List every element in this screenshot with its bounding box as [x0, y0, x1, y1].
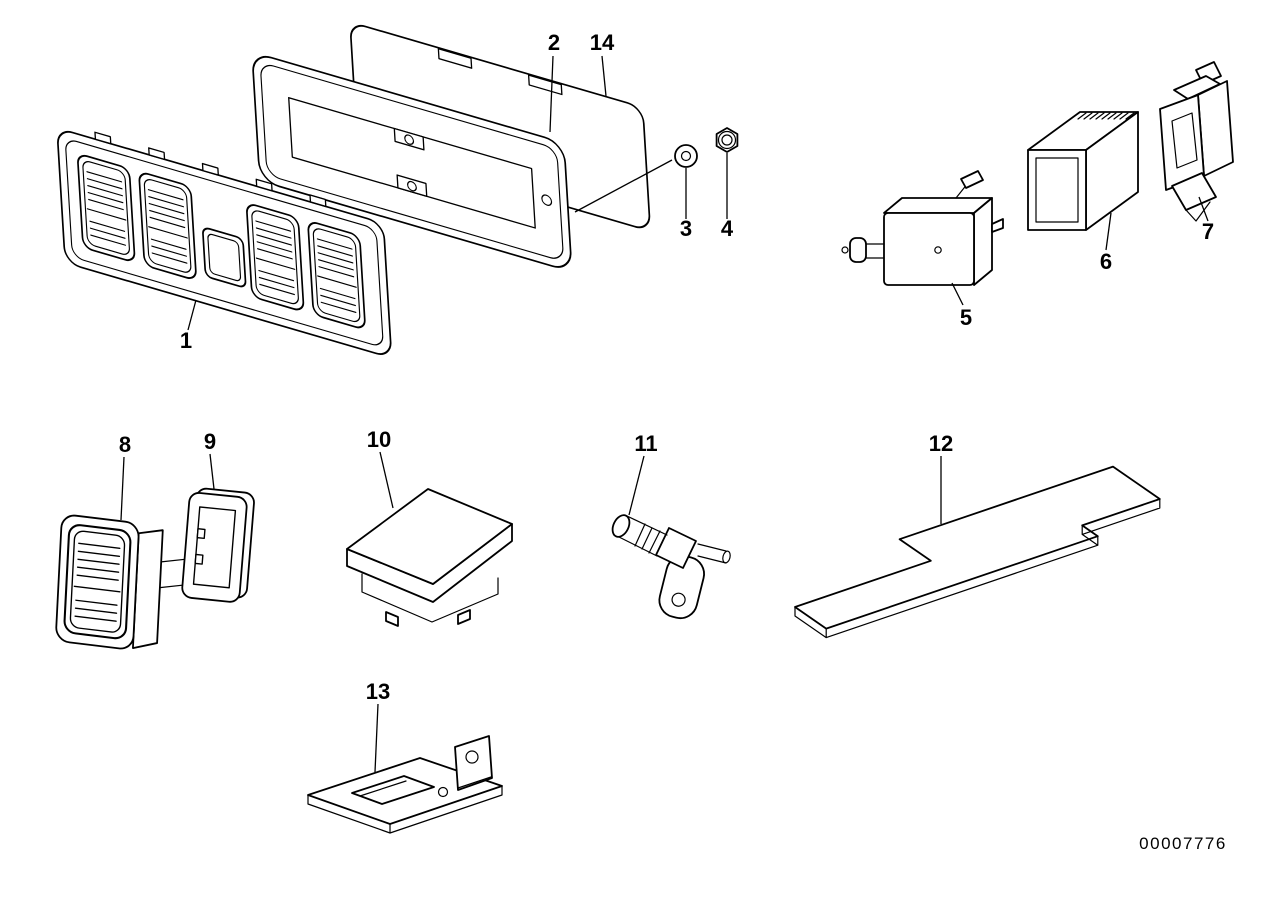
part-5-switch-drawing	[841, 170, 1004, 286]
assembly-line-3-4	[574, 159, 673, 213]
leader-line-9	[209, 453, 215, 490]
leader-line-2	[549, 55, 554, 133]
part-label-1: 1	[180, 328, 192, 353]
part-label-5: 5	[960, 305, 972, 330]
part-13-mounting-bracket-drawing	[307, 735, 503, 834]
part-4-hex-nut-drawing	[715, 127, 739, 153]
part-1-switch-panel-drawing	[57, 130, 392, 355]
leader-line-5	[951, 282, 964, 306]
document-number: 00007776	[1139, 834, 1227, 853]
part-label-7: 7	[1202, 219, 1214, 244]
part-label-3: 3	[680, 216, 692, 241]
part-label-2: 2	[548, 30, 560, 55]
leader-line-14	[601, 55, 607, 97]
part-label-12: 12	[929, 431, 953, 456]
part-label-13: 13	[366, 679, 390, 704]
part-label-9: 9	[204, 429, 216, 454]
part-8-rocker-switch-drawing	[55, 514, 188, 650]
part-label-11: 11	[634, 431, 657, 456]
part-label-6: 6	[1100, 249, 1112, 274]
part-9-switch-frame-drawing	[181, 487, 255, 603]
part-2-bezel-frame-drawing	[252, 55, 572, 268]
leader-line-6	[1105, 212, 1112, 251]
leader-lines	[120, 55, 1209, 773]
leader-line-1	[187, 299, 197, 331]
part-label-10: 10	[367, 427, 391, 452]
part-3-washer-drawing	[674, 144, 698, 168]
part-11-plunger-switch-drawing	[611, 514, 731, 620]
leader-line-8	[120, 456, 125, 521]
leader-line-7	[1198, 196, 1209, 222]
part-label-14: 14	[590, 30, 615, 55]
leader-line-10	[379, 451, 394, 509]
part-label-8: 8	[119, 432, 131, 457]
leader-line-13	[374, 703, 379, 773]
part-label-4: 4	[721, 216, 734, 241]
part-10-relay-drawing	[346, 488, 513, 627]
part-6-switch-housing-drawing	[1027, 111, 1139, 231]
leader-line-11	[628, 455, 645, 516]
part-12-insulating-plate-drawing	[794, 465, 1161, 639]
part-7-retaining-clip-drawing	[1159, 61, 1234, 222]
